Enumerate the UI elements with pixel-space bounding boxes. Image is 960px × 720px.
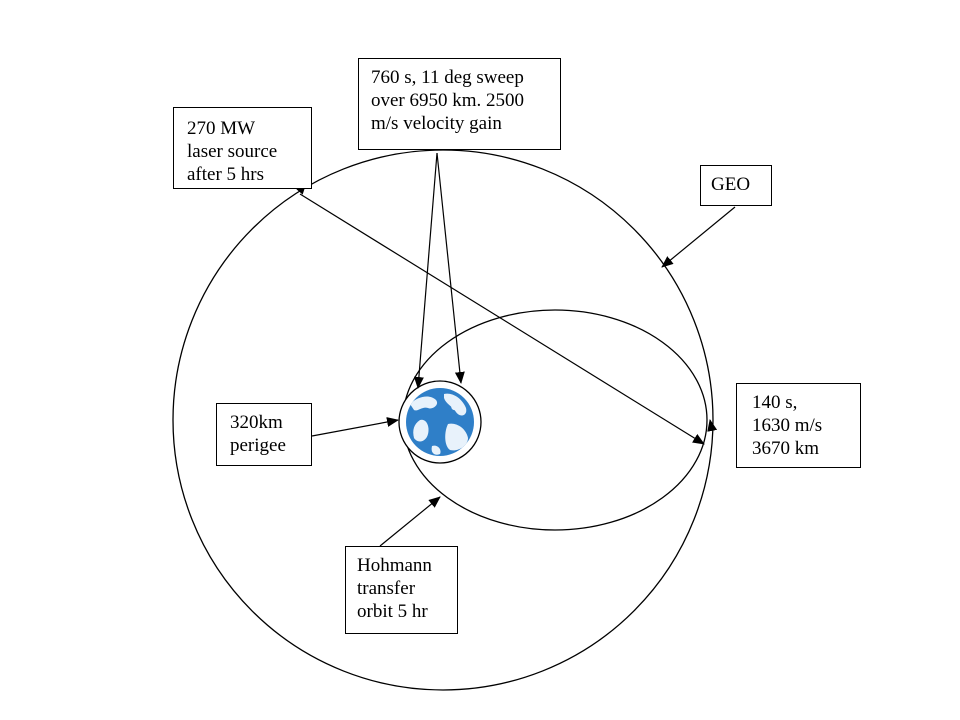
- apogee-burn-label: 140 s, 1630 m/s 3670 km: [736, 383, 861, 468]
- apogee-pointer-arrow: [707, 419, 718, 432]
- earth-globe-icon: [406, 388, 474, 456]
- burn-sweep-line-2: over 6950 km. 2500: [371, 90, 525, 111]
- laser-source-line-2: laser source: [187, 141, 278, 162]
- pointer-arrows: [295, 152, 736, 547]
- laser-source-line-3: after 5 hrs: [187, 164, 265, 185]
- burn-sweep-line-1: 760 s, 11 deg sweep: [371, 67, 524, 88]
- burn-sweep-label: 760 s, 11 deg sweep over 6950 km. 2500 m…: [358, 58, 561, 150]
- laser-source-label: 270 MW laser source after 5 hrs: [173, 107, 312, 189]
- geo-label: GEO: [700, 165, 772, 206]
- hohmann-line-3: orbit 5 hr: [357, 601, 428, 622]
- geo-pointer-arrow: [661, 206, 736, 268]
- sweep-arrow-right: [436, 152, 465, 384]
- perigee-line-2: perigee: [230, 435, 286, 456]
- apogee-burn-line-2: 1630 m/s: [752, 415, 823, 436]
- sweep-arrow-left: [413, 152, 438, 389]
- perigee-label: 320km perigee: [216, 403, 312, 466]
- hohmann-pointer-arrow: [379, 496, 441, 547]
- burn-sweep-line-3: m/s velocity gain: [371, 113, 502, 134]
- apogee-burn-line-1: 140 s,: [752, 392, 798, 413]
- laser-beam-arrow: [299, 193, 705, 445]
- hohmann-transfer-label: Hohmann transfer orbit 5 hr: [345, 546, 458, 634]
- perigee-pointer-arrow: [311, 417, 399, 437]
- geo-line-1: GEO: [711, 174, 751, 195]
- hohmann-line-2: transfer: [357, 578, 416, 599]
- apogee-burn-line-3: 3670 km: [752, 438, 820, 459]
- laser-source-line-1: 270 MW: [187, 118, 256, 139]
- perigee-line-1: 320km: [230, 412, 283, 433]
- hohmann-line-1: Hohmann: [357, 555, 432, 576]
